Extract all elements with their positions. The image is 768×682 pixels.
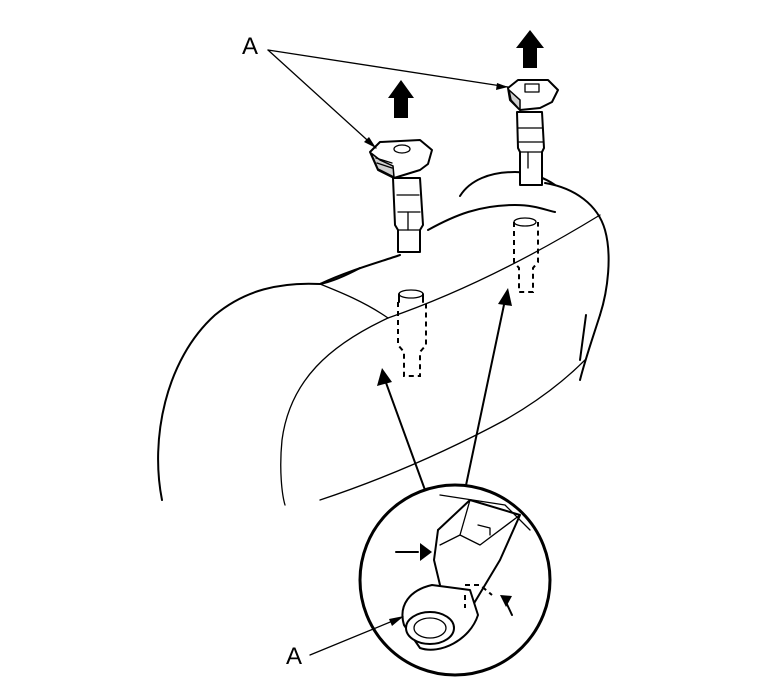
right-guide-hole [513, 217, 539, 293]
left-headrest-guide [369, 139, 433, 253]
callout-label-top: A [242, 33, 258, 60]
detail-pointer-arrows [377, 288, 512, 491]
seat-back-outline [157, 171, 610, 506]
callout-leader-top [267, 49, 509, 149]
detail-circle [358, 483, 552, 677]
up-arrow-left [388, 80, 414, 118]
callout-label-bottom: A [286, 643, 302, 670]
callout-leader-bottom [309, 616, 404, 656]
up-arrow-right [516, 30, 544, 68]
right-headrest-guide [507, 79, 559, 186]
left-guide-hole [397, 289, 427, 377]
